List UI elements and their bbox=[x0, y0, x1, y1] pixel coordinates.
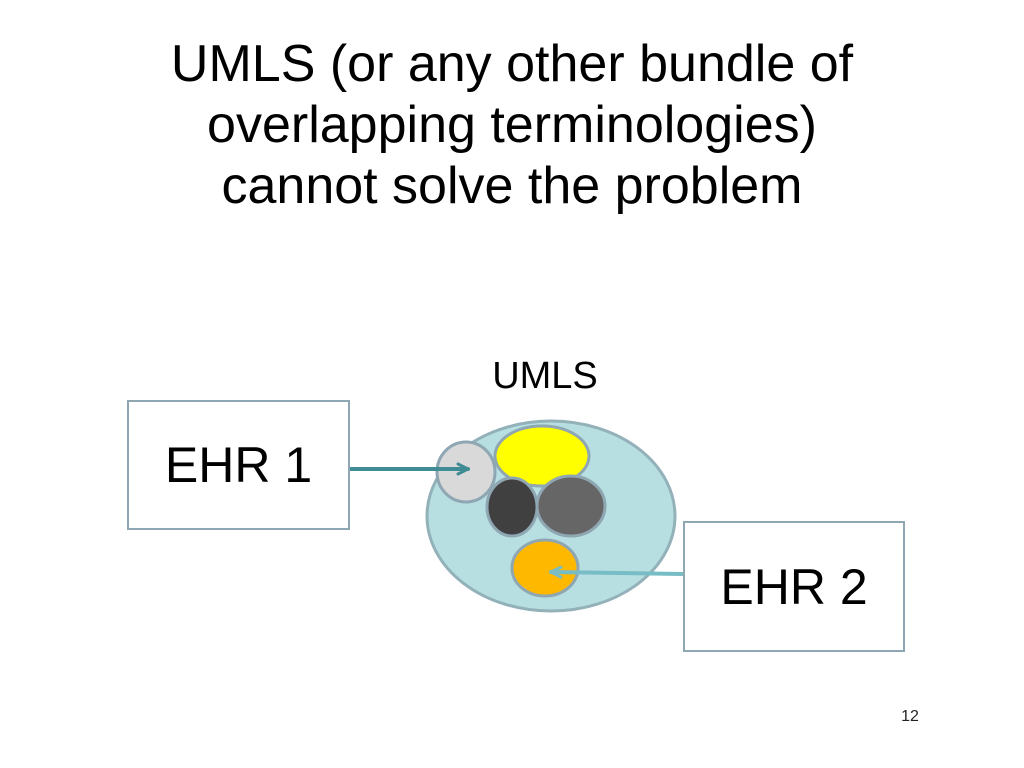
terminology-orange bbox=[510, 538, 580, 598]
slide-title-line-3: cannot solve the problem bbox=[221, 157, 803, 215]
terminology-mid-gray bbox=[535, 474, 607, 538]
page-number: 12 bbox=[901, 708, 919, 725]
umls-label: UMLS bbox=[492, 355, 598, 397]
terminology-yellow bbox=[493, 424, 591, 488]
slide-title-line-1: UMLS (or any other bundle of bbox=[170, 35, 854, 93]
ehr1-label: EHR 1 bbox=[164, 437, 313, 493]
ehr2-label: EHR 2 bbox=[720, 558, 868, 615]
ehr1-box: EHR 1 bbox=[127, 400, 350, 530]
slide-title-line-2: overlapping terminologies) bbox=[207, 96, 817, 154]
ehr2-to-umls-arrow bbox=[549, 565, 684, 579]
ehr2-box: EHR 2 bbox=[683, 521, 905, 652]
slide-title: UMLS (or any other bundle of overlapping… bbox=[40, 34, 984, 217]
terminology-light-gray bbox=[435, 440, 497, 504]
terminology-dark-gray bbox=[485, 476, 539, 538]
